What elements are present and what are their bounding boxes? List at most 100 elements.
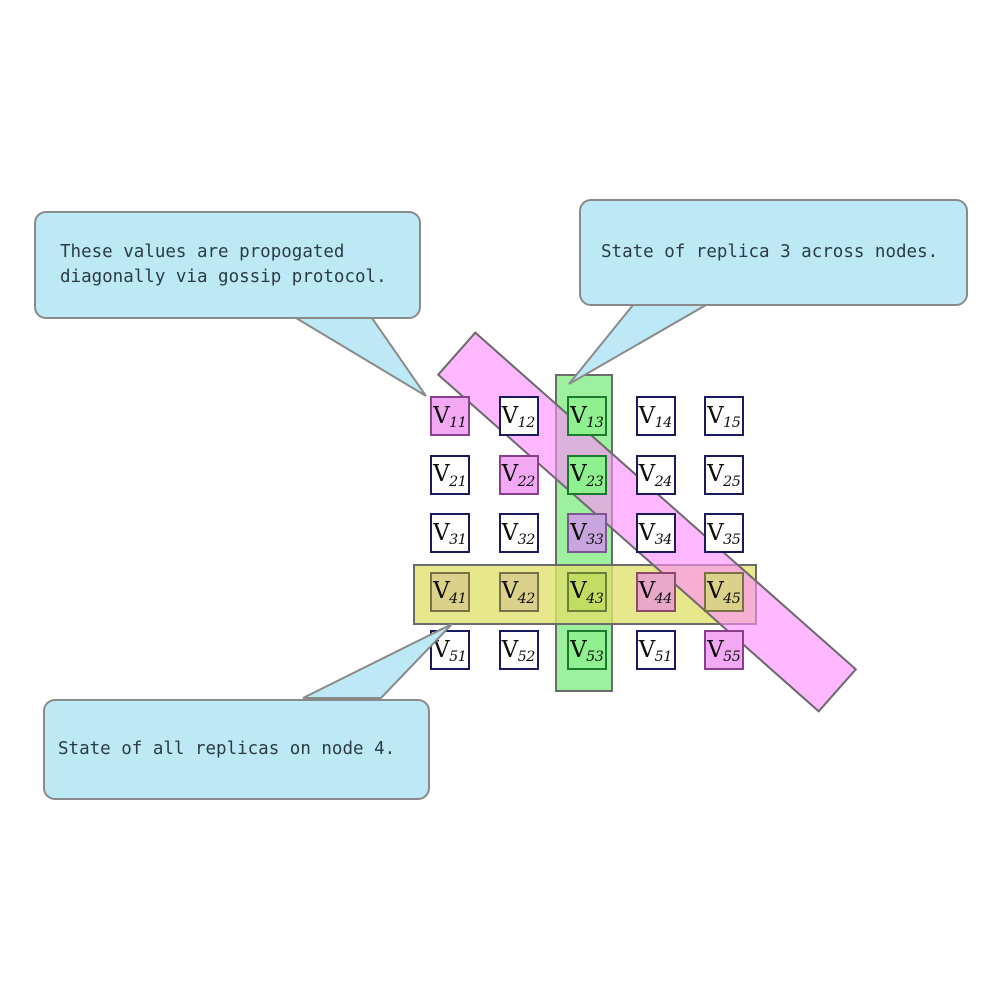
grid-cell-subscript: 15 [723,415,741,432]
grid-cell-symbol: V [638,519,656,546]
grid-cell-subscript: 33 [586,532,604,549]
grid-cell-label: V44 [638,578,673,606]
grid-cell-label: V53 [570,636,604,666]
grid-cell-subscript: 51 [654,649,673,666]
grid-cell-label: V12 [501,402,536,432]
grid-cell-subscript: 35 [723,532,741,549]
grid-cell-label: V51 [433,636,467,666]
grid-cell-label: V34 [638,519,673,549]
grid-cell-subscript: 55 [723,649,741,666]
grid-cell-symbol: V [638,402,656,429]
grid-cell-symbol: V [433,402,450,429]
grid-cell-symbol: V [707,461,724,487]
grid-cell-subscript: 44 [654,590,673,607]
grid-cell-v22: V22 [498,454,539,495]
grid-cell-subscript: 24 [654,473,673,490]
grid-cell-v34: V34 [635,513,676,553]
callout-node4-text: State of all replicas on node 4. [58,738,396,759]
grid-cell-v21: V21 [430,454,470,495]
grid-cell-symbol: V [501,636,519,663]
grid-cell-symbol: V [433,578,450,604]
grid-cell-v13: V13 [567,396,607,436]
grid-cell-subscript: 11 [449,415,467,432]
grid-cell-v32: V32 [498,513,539,553]
grid-cell-v43: V43 [567,571,607,612]
grid-cell-subscript: 22 [517,473,536,490]
grid-cell-v44: V44 [635,571,676,612]
grid-cell-subscript: 53 [586,649,604,666]
grid-cell-label: V42 [501,578,536,606]
grid-cell-subscript: 23 [586,473,604,490]
grid-cell-symbol: V [570,461,587,487]
callout-tail-gossip [292,317,427,397]
grid-cell-label: V55 [707,636,741,666]
callout-gossip-text: These values are propogated diagonally v… [60,241,387,287]
callout-replica3-text: State of replica 3 across nodes. [601,241,939,262]
grid-cell-label: V22 [501,461,536,489]
grid-cell-v23: V23 [567,454,607,495]
grid-cell-v45: V45 [704,571,744,612]
grid-cell-symbol: V [501,402,519,429]
callout-tail-replica3 [568,304,710,385]
grid-cell-v55: V55 [704,630,744,670]
grid-cell-label: V33 [570,519,604,549]
grid-cell-label: V24 [638,461,673,489]
grid-cell-v14: V14 [635,396,676,436]
grid-cell-subscript: 32 [517,532,536,549]
grid-cell-v15: V15 [704,396,744,436]
grid-cell-symbol: V [433,519,450,546]
grid-cell-v51: V51 [430,630,470,670]
grid-cell-v24: V24 [635,454,676,495]
grid-cell-v42: V42 [498,571,539,612]
grid-cell-symbol: V [638,461,656,487]
grid-cell-label: V35 [707,519,741,549]
callout-gossip-protocol: These values are propogated diagonally v… [34,211,421,319]
grid-cell-symbol: V [501,578,519,604]
grid-cell-subscript: 51 [449,649,467,666]
grid-cell-symbol: V [570,519,587,546]
grid-cell-v35: V35 [704,513,744,553]
grid-cell-label: V13 [570,402,604,432]
grid-cell-symbol: V [570,578,587,604]
grid-cell-label: V25 [707,461,741,489]
grid-cell-symbol: V [501,519,519,546]
grid-cell-subscript: 25 [723,473,741,490]
grid-cell-label: V32 [501,519,536,549]
grid-cell-label: V51 [639,638,673,666]
grid-cell-subscript: 21 [449,473,467,490]
grid-cell-label: V15 [707,402,741,432]
grid-cell-subscript: 42 [517,590,536,607]
grid-cell-label: V14 [638,402,673,430]
grid-cell-v11: V11 [430,396,470,436]
grid-cell-symbol: V [433,636,450,663]
grid-cell-symbol: V [570,402,587,429]
grid-cell-symbol: V [707,519,724,546]
grid-cell-subscript: 43 [586,590,604,607]
grid-cell-v53: V53 [567,630,607,670]
grid-cell-label: V41 [433,578,467,606]
grid-cell-v41: V41 [430,571,470,612]
grid-cell-label: V23 [570,461,604,489]
grid-cell-symbol: V [707,636,724,663]
grid-cell-v31: V31 [430,513,470,553]
grid-cell-label: V31 [433,519,467,547]
grid-cell-label: V43 [570,578,604,606]
grid-cell-symbol: V [501,461,519,487]
grid-cell-v51: V51 [635,630,676,670]
grid-cell-symbol: V [707,578,724,604]
grid-cell-subscript: 13 [586,415,604,432]
callout-replica-3: State of replica 3 across nodes. [579,199,968,306]
grid-cell-symbol: V [638,578,656,604]
grid-cell-symbol: V [570,636,587,663]
grid-cell-subscript: 34 [654,532,673,549]
grid-cell-symbol: V [707,402,724,429]
grid-cell-subscript: 12 [517,415,536,432]
grid-cell-label: V45 [707,578,741,606]
grid-cell-symbol: V [433,461,450,487]
grid-cell-label: V11 [433,402,467,432]
grid-cell-v25: V25 [704,454,744,495]
grid-cell-subscript: 52 [517,649,536,666]
grid-cell-v33: V33 [567,513,607,553]
